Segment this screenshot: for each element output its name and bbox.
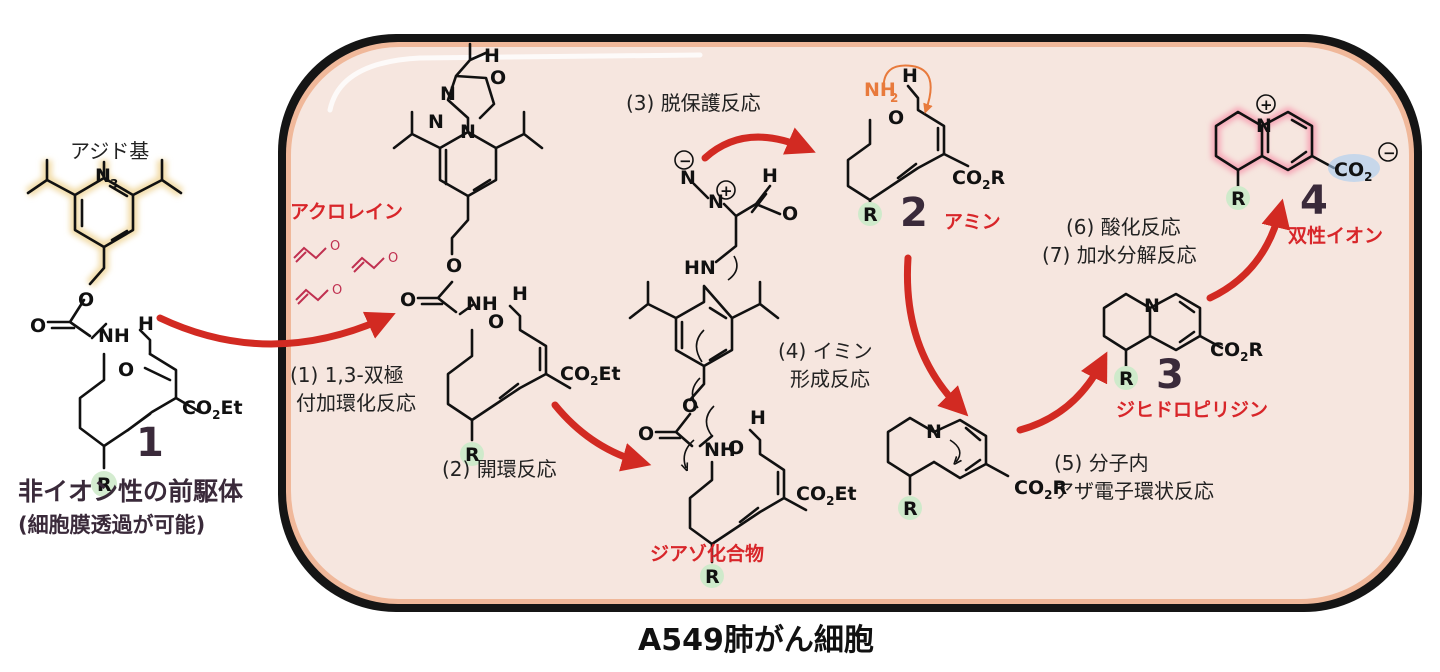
- step4-line2: 形成反応: [790, 367, 870, 391]
- acrolein-group: アクロレイン O O O: [290, 201, 403, 305]
- compound-1: [25, 158, 202, 470]
- step1-line2: 付加環化反応: [296, 391, 416, 415]
- svg-text:N: N: [460, 121, 476, 143]
- svg-text:R: R: [465, 444, 480, 466]
- svg-text:N: N: [680, 167, 696, 189]
- diazo-compound: [628, 182, 808, 564]
- svg-text:O: O: [638, 423, 654, 445]
- zwitterion-label: 双性イオン: [1288, 224, 1383, 247]
- step3-label: (3) 脱保護反応: [626, 91, 761, 115]
- svg-text:O: O: [388, 251, 398, 266]
- ester-group: CO2Et: [182, 397, 243, 422]
- compound-3-number: 3: [1156, 352, 1184, 398]
- svg-text:O: O: [400, 289, 416, 311]
- step1-line1: (1) 1,3-双極: [290, 363, 404, 387]
- svg-text:H: H: [762, 165, 778, 187]
- n3-subscript: 3: [110, 177, 118, 191]
- arrow-step67: [1206, 198, 1291, 302]
- compound-1-subcaption: (細胞膜透過が可能): [18, 513, 205, 537]
- svg-text:HN: HN: [684, 257, 716, 279]
- svg-text:O: O: [330, 239, 340, 254]
- cell-membrane: [278, 34, 1422, 612]
- n3-atom: N: [95, 165, 111, 187]
- compound-4-number: 4: [1300, 178, 1328, 224]
- step5-line2: アザ電子環状反応: [1054, 479, 1214, 503]
- azide-label: アジド基: [70, 139, 149, 163]
- svg-text:N: N: [1144, 295, 1160, 317]
- svg-text:−: −: [1383, 144, 1396, 162]
- svg-text:N: N: [428, 111, 444, 133]
- diazo-label: ジアゾ化合物: [650, 542, 764, 565]
- svg-text:O: O: [332, 283, 342, 298]
- svg-text:N: N: [926, 421, 942, 443]
- svg-text:R: R: [1231, 188, 1246, 210]
- arrow-step2: [551, 401, 652, 472]
- svg-text:N: N: [1256, 115, 1272, 137]
- compound-4: + N CO2 − R 4 双性イオン: [1211, 94, 1398, 247]
- carbonyl-o-atom: O: [30, 315, 46, 337]
- svg-text:CO2R: CO2R: [952, 167, 1005, 192]
- imine-intermediate: N CO2R R: [886, 416, 1067, 520]
- svg-text:R: R: [903, 498, 918, 520]
- step4-line1: (4) イミン: [778, 339, 873, 363]
- arrow-step4: [903, 254, 969, 417]
- amine-label: アミン: [944, 211, 1001, 233]
- compound-2: NH 2 H O CO2R R 2 アミン: [846, 64, 1005, 236]
- arrow-step3: [701, 127, 816, 162]
- svg-text:O: O: [490, 67, 506, 89]
- arrow-step5: [1016, 351, 1108, 434]
- svg-text:O: O: [782, 203, 798, 225]
- compound-2-number: 2: [900, 190, 928, 236]
- aldehyde-o-atom: O: [118, 359, 134, 381]
- svg-text:NH: NH: [704, 439, 736, 461]
- svg-text:R: R: [863, 204, 878, 226]
- step7-label: (7) 加水分解反応: [1042, 243, 1197, 267]
- svg-text:O: O: [488, 311, 504, 333]
- compound-1-caption: 非イオン性の前駆体: [18, 477, 244, 506]
- step-labels: (1) 1,3-双極 付加環化反応 (2) 開環反応 (3) 脱保護反応 (4)…: [290, 91, 1214, 503]
- svg-text:H: H: [902, 65, 918, 87]
- svg-text:O: O: [682, 395, 698, 417]
- svg-text:CO2R: CO2R: [1014, 477, 1067, 502]
- acrolein-label: アクロレイン: [290, 201, 403, 223]
- svg-text:H: H: [512, 283, 528, 305]
- svg-text:N: N: [440, 83, 456, 105]
- compound-3: N CO2R R 3 ジヒドロピリジン: [1102, 292, 1268, 421]
- nh-atom: NH: [98, 325, 130, 347]
- svg-text:2: 2: [890, 91, 898, 105]
- svg-text:O: O: [728, 437, 744, 459]
- svg-text:+: +: [720, 182, 733, 200]
- step6-label: (6) 酸化反応: [1066, 215, 1181, 239]
- svg-text:NH: NH: [864, 79, 896, 101]
- step2-label: (2) 開環反応: [442, 457, 557, 481]
- svg-text:H: H: [750, 407, 766, 429]
- cell-label: A549肺がん細胞: [638, 623, 874, 658]
- arrow-step1: [156, 311, 396, 348]
- svg-text:H: H: [484, 45, 500, 67]
- dihydropyridine-label: ジヒドロピリジン: [1116, 399, 1268, 421]
- step5-line1: (5) 分子内: [1054, 451, 1149, 475]
- svg-text:CO2Et: CO2Et: [796, 483, 857, 508]
- triazoline-intermediate: [392, 42, 572, 442]
- aldehyde-h-atom: H: [138, 313, 154, 335]
- carboxylate-anion: CO2: [1334, 159, 1372, 184]
- svg-text:CO2R: CO2R: [1210, 339, 1263, 364]
- svg-text:O: O: [446, 255, 462, 277]
- ester-o-atom: O: [78, 289, 94, 311]
- svg-text:NH: NH: [466, 293, 498, 315]
- svg-text:R: R: [1119, 368, 1134, 390]
- svg-text:CO2Et: CO2Et: [560, 363, 621, 388]
- svg-text:R: R: [705, 566, 720, 588]
- svg-text:−: −: [679, 152, 692, 170]
- reaction-arrows: [156, 127, 1291, 472]
- svg-text:+: +: [1260, 96, 1273, 114]
- svg-text:O: O: [888, 107, 904, 129]
- r-substituent: R: [97, 474, 112, 496]
- compound-1-number: 1: [136, 420, 164, 466]
